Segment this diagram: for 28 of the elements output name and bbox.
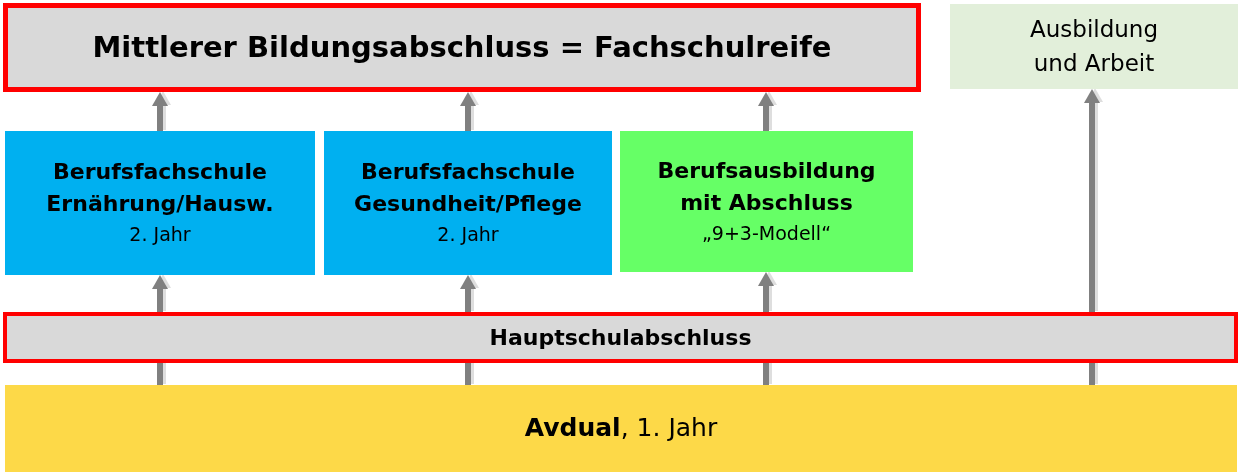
box-subtitle: 2. Jahr (129, 222, 191, 248)
box-title: Ausbildung und Arbeit (1029, 15, 1159, 78)
arrow (460, 275, 476, 312)
base-band (5, 385, 1237, 472)
arrow (152, 92, 168, 131)
qualification-bar (3, 312, 1238, 363)
box-subtitle: 2. Jahr (437, 222, 499, 248)
connector-line (465, 363, 471, 385)
connector-line (763, 363, 769, 385)
program-box (5, 131, 315, 275)
box-subtitle: „9+3-Modell“ (702, 220, 831, 246)
qualification-box (3, 3, 921, 92)
box-title: Berufsfachschule Gesundheit/Pflege (353, 158, 583, 219)
pathway-box (950, 4, 1238, 89)
arrow (758, 92, 774, 131)
box-title: Berufsfachschule Ernährung/Hausw. (45, 158, 275, 219)
box-title: Berufsausbildung mit Abschluss (656, 156, 877, 217)
program-box (324, 131, 612, 275)
connector-line (157, 363, 163, 385)
arrow (460, 92, 476, 131)
arrow (152, 275, 168, 312)
arrow (1084, 89, 1100, 312)
box-title: Mittlerer Bildungsabschluss = Fachschulreife (92, 29, 832, 67)
bar-label: Hauptschulabschluss (489, 323, 752, 352)
band-label: Avdual, 1. Jahr (524, 412, 718, 445)
connector-line (1089, 363, 1095, 385)
program-box (620, 131, 913, 272)
arrow (758, 272, 774, 312)
